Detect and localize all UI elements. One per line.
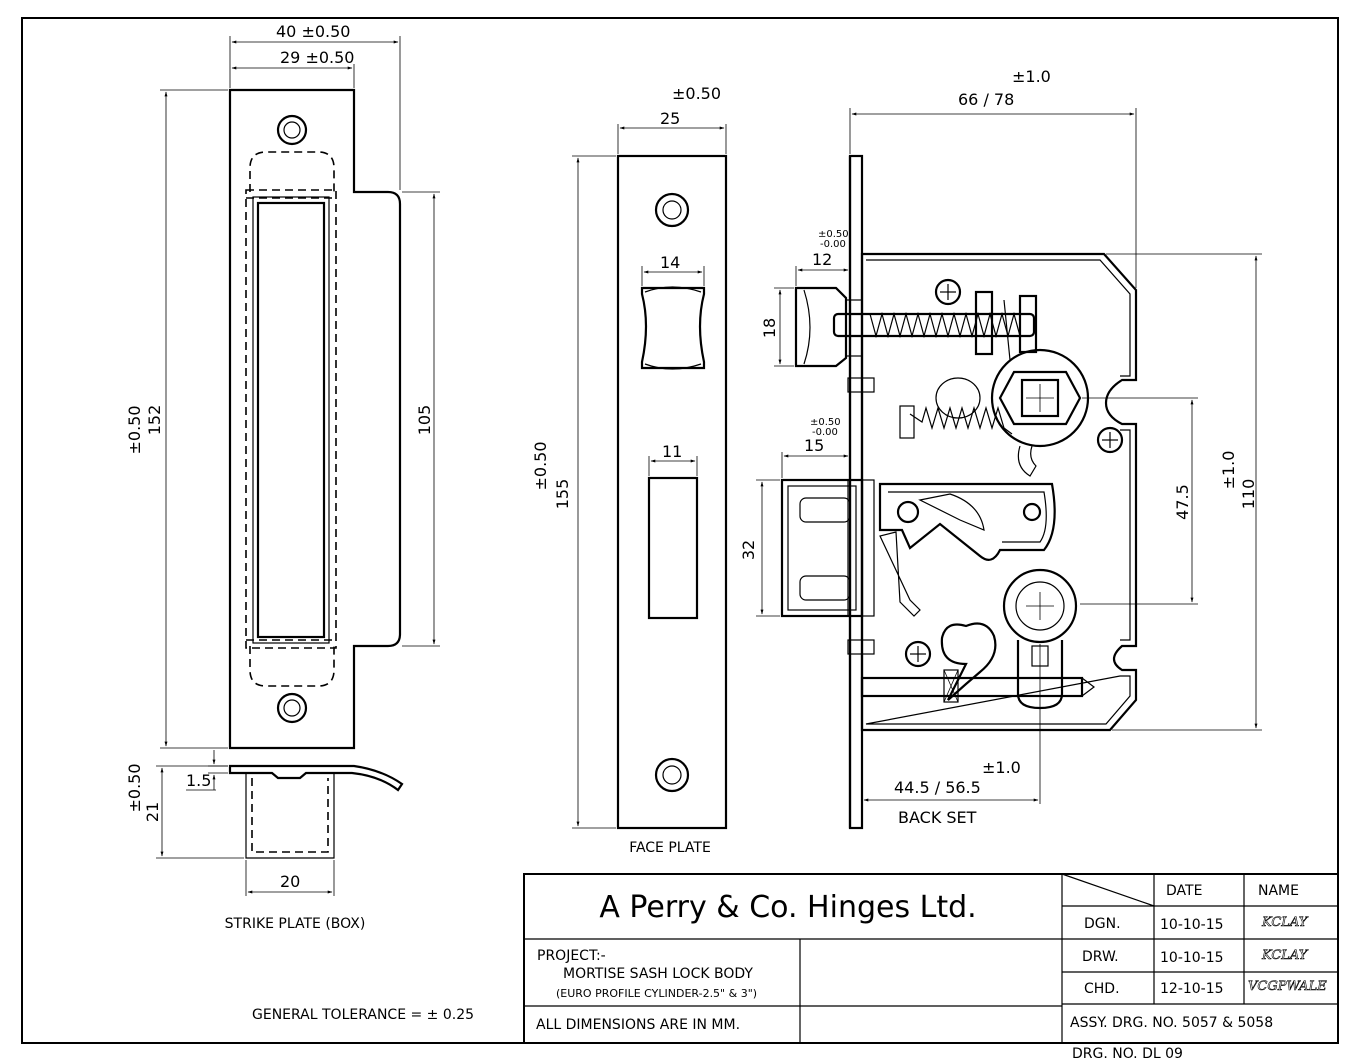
face-plate-latch-slot (640, 286, 706, 370)
date-column-header: DATE (1166, 883, 1202, 899)
company-name: A Perry & Co. Hinges Ltd. (599, 890, 976, 925)
latch-bolt (794, 286, 848, 368)
cylinder-cam (1002, 568, 1078, 644)
strike-plate-outline (228, 88, 402, 750)
face-dim-bolt-width: 11 (662, 442, 682, 461)
lock-backset-label: BACK SET (898, 808, 977, 827)
name-column-header: NAME (1258, 883, 1299, 899)
row-dgn-role: DGN. (1084, 916, 1121, 932)
row-dgn-signature: KCLAY (1261, 915, 1309, 930)
face-dim-height-tol: ±0.50 (531, 441, 550, 490)
strike-dim-height-tol: ±0.50 (125, 405, 144, 454)
assembly-drawing-number: ASSY. DRG. NO. 5057 & 5058 (1070, 1015, 1273, 1031)
lock-dim-bolt-tol-top: ±0.50 (810, 417, 841, 428)
lock-dim-depth-tol: ±1.0 (1012, 67, 1051, 86)
dead-bolt (780, 478, 864, 618)
lock-dim-backset-tol: ±1.0 (982, 758, 1021, 777)
strike-screw-hole-top (276, 114, 308, 146)
face-dim-slot-width: 14 (660, 253, 680, 272)
face-plate-outline (616, 154, 728, 830)
face-plate-caption: FACE PLATE (629, 840, 711, 856)
strike-dim-inner-height: 105 (415, 405, 434, 436)
lock-dim-body-height-tol: ±1.0 (1219, 451, 1238, 490)
lock-dim-latch-height: 18 (760, 318, 779, 338)
strike-dim-box-depth: 21 (143, 802, 162, 822)
face-dim-width: 25 (660, 109, 680, 128)
project-name: MORTISE SASH LOCK BODY (563, 966, 753, 982)
lock-dim-backset: 44.5 / 56.5 (894, 778, 981, 797)
lock-body-drawing: ±1.0 66 / 78 ±0.50 -0.00 12 18 ±0.50 -0.… (739, 67, 1262, 830)
lock-dim-latch-proj: 12 (812, 250, 832, 269)
strike-dim-box-depth-tol: ±0.50 (125, 763, 144, 812)
strike-dim-box-width: 20 (280, 872, 300, 891)
lock-dim-body-height: 110 (1239, 479, 1258, 510)
row-chd-signature: VCGPWALE (1248, 979, 1327, 994)
drawing-number: DRG. NO. DL 09 (1072, 1046, 1183, 1062)
face-dim-height: 155 (553, 479, 572, 510)
lock-dim-bolt-proj: 15 (804, 436, 824, 455)
project-label: PROJECT:- (537, 948, 606, 964)
lock-dim-centers: 47.5 (1173, 484, 1192, 520)
row-chd-role: CHD. (1084, 981, 1120, 997)
row-drw-date: 10-10-15 (1160, 950, 1224, 966)
general-tolerance-note: GENERAL TOLERANCE = ± 0.25 (252, 1007, 474, 1023)
project-subtitle: (EURO PROFILE CYLINDER-2.5" & 3") (556, 987, 757, 1000)
strike-plate-drawing: 40 ±0.50 29 ±0.50 ±0.50 152 105 (125, 22, 440, 750)
lock-dim-depth: 66 / 78 (958, 90, 1014, 109)
row-dgn-date: 10-10-15 (1160, 917, 1224, 933)
strike-box-side-view: 1.5 ±0.50 21 20 STRIKE PLATE (BOX) (125, 750, 404, 932)
lock-dim-bolt-height: 32 (739, 540, 758, 560)
face-dim-width-tol: ±0.50 (672, 84, 721, 103)
units-note: ALL DIMENSIONS ARE IN MM. (536, 1017, 740, 1033)
lever-mechanism (878, 482, 1056, 561)
face-plate-bolt-slot (647, 476, 699, 620)
strike-dim-width-inner: 29 ±0.50 (280, 48, 354, 67)
title-block: A Perry & Co. Hinges Ltd. PROJECT:- MORT… (523, 873, 1339, 1044)
strike-dim-width-outer: 40 ±0.50 (276, 22, 350, 41)
row-drw-signature: KCLAY (1261, 948, 1309, 963)
strike-plate-caption: STRIKE PLATE (BOX) (225, 916, 366, 932)
strike-dim-thickness: 1.5 (186, 771, 211, 790)
strike-opening (256, 201, 326, 639)
row-chd-date: 12-10-15 (1160, 981, 1224, 997)
lock-dim-bolt-tol-bot: -0.00 (812, 427, 838, 438)
strike-dim-height: 152 (145, 405, 164, 436)
lock-case-outline (860, 252, 1138, 732)
row-drw-role: DRW. (1082, 949, 1119, 965)
lock-dim-latch-tol-bot: -0.00 (820, 239, 846, 250)
lock-dim-latch-tol-top: ±0.50 (818, 229, 849, 240)
face-plate-drawing: ±0.50 25 14 11 ±0.50 155 FACE PLATE (531, 84, 728, 856)
strike-screw-hole-bottom (276, 692, 308, 724)
